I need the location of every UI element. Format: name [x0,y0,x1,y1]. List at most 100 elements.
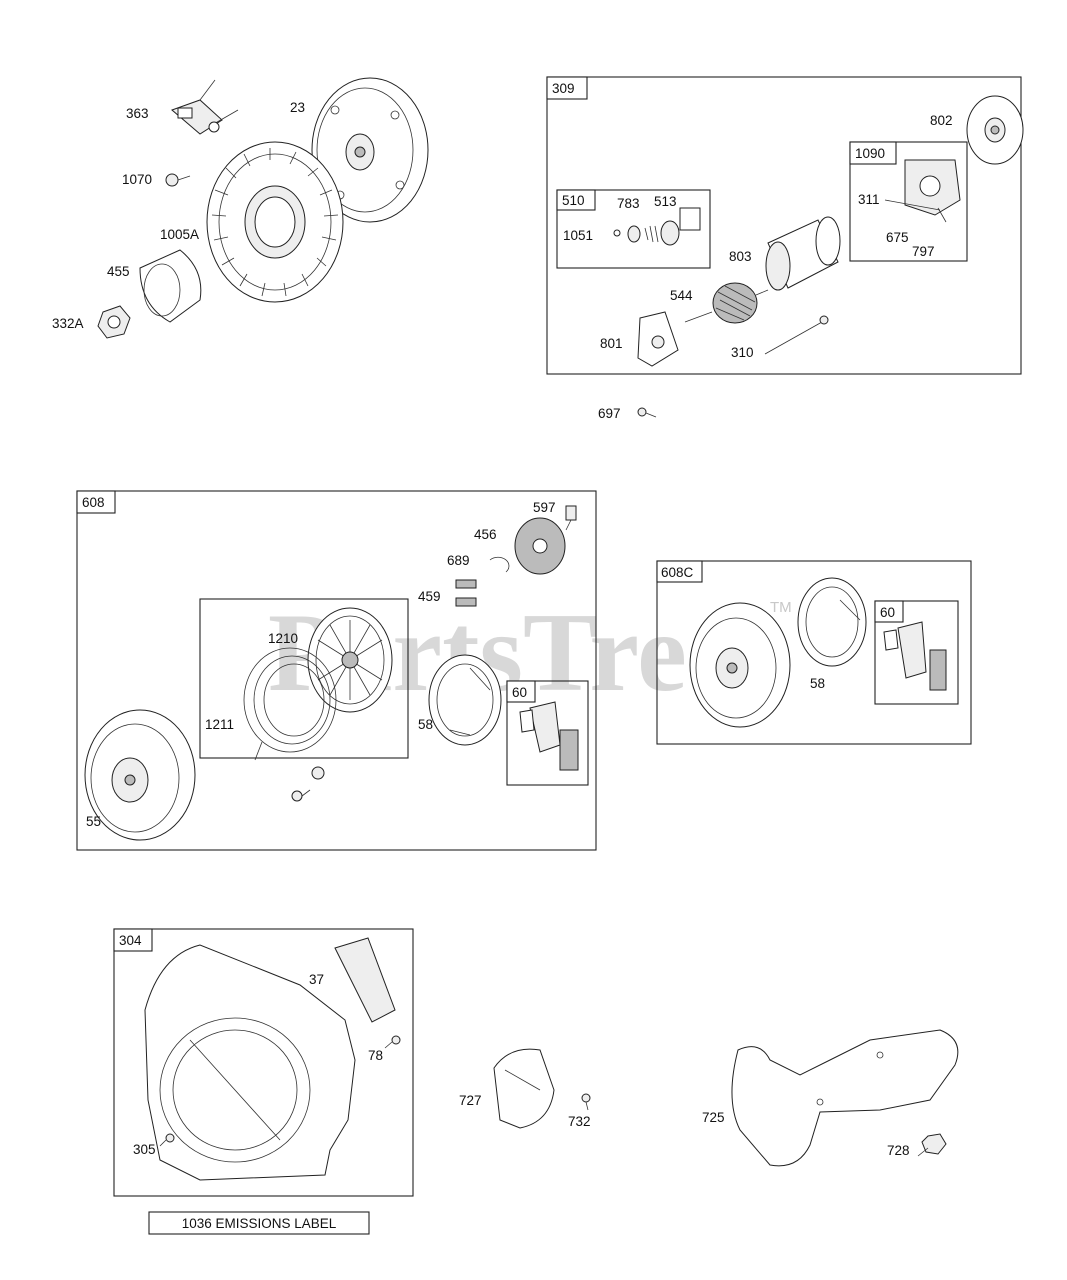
part-332A-nut[interactable] [97,305,131,339]
part-459-pawls[interactable] [455,579,477,607]
part-310-through-bolt[interactable] [764,315,829,355]
group-608-60-tag-box [506,680,536,703]
group-1090-brush-holder: 1090 311 675 797 [849,141,968,262]
group-608-tag-box [76,490,116,514]
callout-689: 689 [447,553,470,568]
group-304-tag-box [113,928,153,952]
callout-1070: 1070 [122,172,152,187]
group-1090-tag-box [849,141,897,165]
group-1090-frame [849,141,968,262]
group-309-starter-motor: 309 802 1090 311 675 797 5 [546,76,1024,375]
callout-455: 455 [107,264,130,279]
callout-37: 37 [309,972,324,987]
group-608-frame [76,490,597,851]
part-697-screw[interactable] [637,407,657,418]
part-456-retainer[interactable] [514,517,566,575]
watermark-tm: TM [770,599,792,616]
callout-697: 697 [598,406,621,421]
part-1070-screw[interactable] [165,173,191,187]
part-597-screw[interactable] [565,505,577,531]
part-58-rope-ring-608C[interactable] [797,577,867,667]
callout-1005A: 1005A [160,227,199,242]
group-608C-frame [656,560,972,745]
callout-23: 23 [290,100,305,115]
callout-728: 728 [887,1143,910,1158]
part-78-screw[interactable] [384,1035,401,1049]
callout-456: 456 [474,527,497,542]
group-304-tag: 304 [119,933,142,948]
part-725-baffle[interactable] [731,1029,959,1167]
part-363-bracket[interactable] [171,79,239,135]
group-304-frame [113,928,414,1197]
callout-58-608C: 58 [810,676,825,691]
callout-459: 459 [418,589,441,604]
part-23-flywheel[interactable] [311,77,429,223]
callout-55: 55 [86,814,101,829]
callout-802: 802 [930,113,953,128]
part-510-pinion-set[interactable] [613,207,701,246]
part-60-handle-608C[interactable] [883,621,947,691]
group-510-tag-box [556,189,596,211]
group-608C-60-tag-box [874,600,904,623]
part-1210-pulley[interactable] [307,607,393,713]
callout-725: 725 [702,1110,725,1125]
part-58-rope-ring[interactable] [428,654,502,746]
part-1090-brush-plate[interactable] [904,159,961,223]
callout-513: 513 [654,194,677,209]
group-608C-60-tag: 60 [880,605,895,620]
part-304-housing[interactable] [144,944,356,1181]
callout-1211: 1211 [205,717,234,732]
part-1005A-fan[interactable] [206,141,344,303]
group-1090-tag: 1090 [855,146,885,161]
part-732-screw[interactable] [581,1093,591,1111]
part-689-ring[interactable] [489,556,510,573]
part-728-bolt[interactable] [917,1133,947,1157]
part-803-housing[interactable] [765,216,841,291]
emissions-label-box [148,1211,370,1235]
part-801-end-bracket[interactable] [637,311,679,367]
group-608C-60-frame [874,600,959,705]
flywheel-assembly-group: 363 1070 23 1005A [52,77,429,339]
callout-332A: 332A [52,316,84,331]
part-55-housing[interactable] [84,709,196,841]
callout-544: 544 [670,288,693,303]
part-37-shield[interactable] [334,937,396,1023]
callout-305: 305 [133,1142,156,1157]
callout-803: 803 [729,249,752,264]
emissions-label: 1036 EMISSIONS LABEL [182,1216,337,1231]
callout-1210: 1210 [268,631,298,646]
part-544-armature[interactable] [684,282,769,324]
group-309-tag-box [546,76,588,100]
callout-732: 732 [568,1114,591,1129]
callout-310: 310 [731,345,754,360]
callout-597: 597 [533,500,556,515]
group-608-60-tag: 60 [512,685,527,700]
group-510-tag: 510 [562,193,585,208]
part-60-handle-608[interactable] [519,701,579,771]
group-309-tag: 309 [552,81,575,96]
group-608C-tag-box [656,560,703,583]
part-608C-housing[interactable] [689,602,791,728]
group-608C-tag: 608C [661,565,694,580]
part-1211-spring[interactable] [243,647,337,761]
part-727-cover[interactable] [493,1048,555,1129]
part-455-cup[interactable] [139,249,202,323]
group-608-tag: 608 [82,495,105,510]
callout-363: 363 [126,106,149,121]
group-510-frame [556,189,711,269]
group-608-rewind-starter: 608 597 456 689 459 1210 [76,490,597,851]
callout-58-608: 58 [418,717,433,732]
callout-675: 675 [886,230,909,245]
group-510-drive: 510 783 513 1051 [556,189,711,269]
part-802-end-cap[interactable] [966,95,1024,165]
callout-801: 801 [600,336,623,351]
callout-727: 727 [459,1093,482,1108]
group-608-inner-frame [199,598,409,759]
callout-783: 783 [617,196,640,211]
group-608-60-frame [506,680,589,786]
group-309-frame [546,76,1022,375]
part-305-screw[interactable] [159,1133,175,1147]
callout-311: 311 [858,192,880,207]
part-608-nut-bolt[interactable] [291,766,325,802]
